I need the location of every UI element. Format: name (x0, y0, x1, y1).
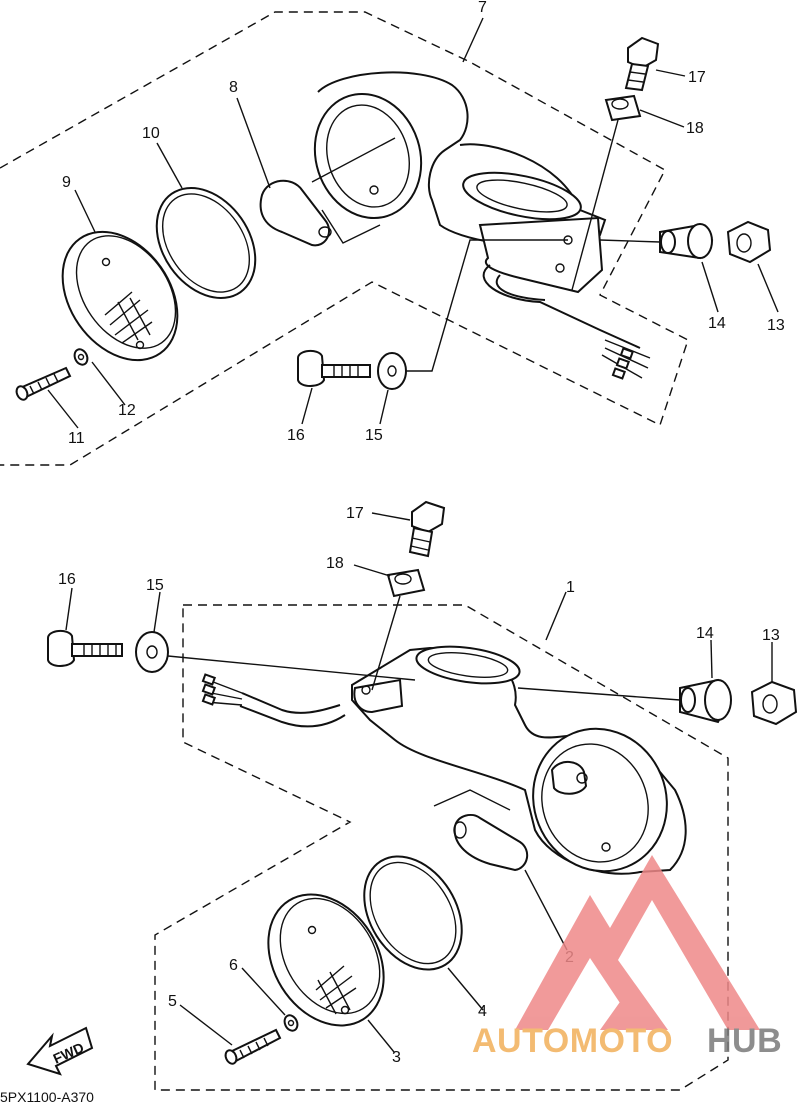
lower-screw (224, 1028, 282, 1065)
callout-1: 1 (566, 579, 575, 596)
callout-12: 12 (118, 402, 136, 419)
callout-18-lower: 18 (326, 555, 344, 572)
callout-4: 4 (478, 1003, 487, 1020)
upper-leaders (47, 17, 779, 429)
upper-grommet (599, 223, 714, 260)
callout-9: 9 (62, 174, 71, 191)
watermark-logo: AUTOMOTO HUB (472, 855, 782, 1060)
callout-16: 16 (287, 427, 305, 444)
lower-bolt (47, 630, 123, 667)
callout-14: 14 (708, 315, 726, 332)
upper-gasket (155, 187, 257, 299)
callout-8: 8 (229, 79, 238, 96)
fwd-arrow-icon: FWD (26, 1026, 94, 1076)
lower-top-collar (371, 568, 426, 691)
callout-3: 3 (392, 1049, 401, 1066)
lower-grommet (517, 678, 732, 724)
upper-assembly: 7 8 10 9 17 18 12 11 16 15 14 13 (0, 0, 785, 466)
callout-6: 6 (229, 957, 238, 974)
lower-top-bolt (408, 500, 446, 558)
lower-lens (267, 893, 385, 1027)
lower-assembly-boundary (154, 604, 729, 1091)
lower-nut (750, 680, 798, 726)
upper-top-collar (571, 94, 642, 291)
upper-nut (726, 220, 772, 264)
callout-13: 13 (767, 317, 785, 334)
upper-bulb (259, 137, 396, 247)
lower-washer (283, 1014, 299, 1032)
watermark-text-a: AUTOMOTO (472, 1022, 673, 1060)
upper-collar (377, 239, 568, 390)
lower-collar (135, 631, 416, 681)
callout-5: 5 (168, 993, 177, 1010)
lower-gasket (363, 855, 463, 971)
upper-housing (313, 71, 651, 380)
upper-top-bolt (624, 36, 660, 92)
callout-11: 11 (68, 430, 85, 447)
callout-14-lower: 14 (696, 625, 714, 642)
lower-leaders (65, 512, 773, 1053)
upper-wire-connectors (601, 339, 651, 380)
watermark-mark-icon (515, 855, 760, 1030)
watermark-text-b: HUB (707, 1022, 782, 1060)
lower-bulb (433, 789, 529, 872)
callout-16-lower: 16 (58, 571, 76, 588)
callout-17: 17 (688, 69, 706, 86)
callout-17-lower: 17 (346, 505, 364, 522)
upper-lens (61, 230, 179, 362)
lower-assembly: FWD 17 18 16 15 1 14 13 2 6 5 4 3 (26, 500, 798, 1091)
callout-13-lower: 13 (762, 627, 780, 644)
upper-washer (73, 348, 89, 366)
upper-bolt (297, 350, 371, 387)
upper-screw (15, 366, 72, 401)
callout-7: 7 (478, 0, 487, 16)
lower-housing (201, 645, 687, 875)
upper-assembly-boundary (0, 11, 689, 466)
drawing-code: 5PX1100-A370 (0, 1089, 94, 1104)
callout-15-lower: 15 (146, 577, 164, 594)
callout-10: 10 (142, 125, 160, 142)
lower-wire-connectors (201, 673, 243, 706)
callout-18: 18 (686, 120, 704, 137)
callout-15: 15 (365, 427, 383, 444)
